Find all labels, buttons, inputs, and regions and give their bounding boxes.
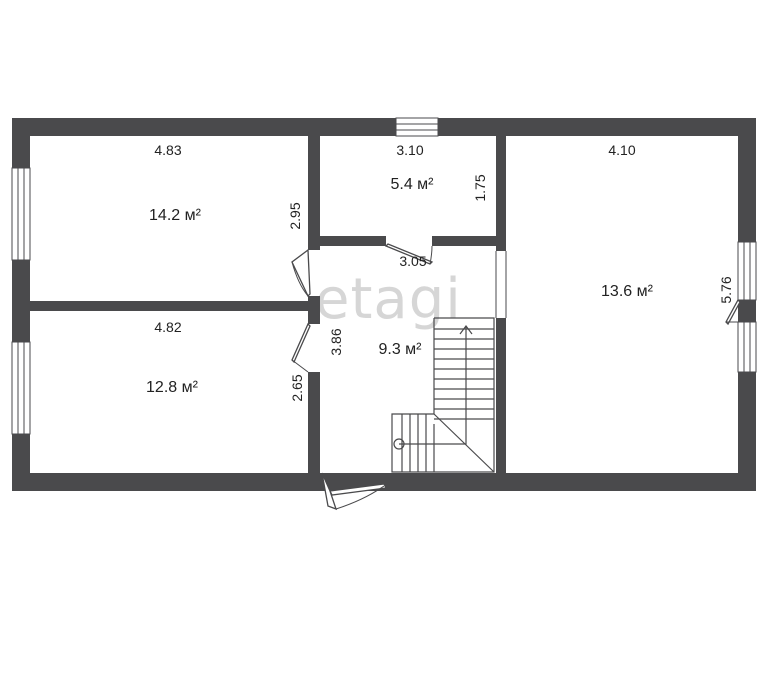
- hall-area: 9.3 м²: [378, 341, 422, 358]
- wall-middle-room-bottom-right: [432, 236, 506, 246]
- room-right-width: 4.10: [608, 142, 635, 158]
- door-middle-room: [384, 243, 434, 265]
- outer-wall-top: [12, 118, 756, 136]
- hall-height: 3.86: [328, 328, 344, 355]
- room-bottom-left-height: 2.65: [289, 374, 305, 401]
- door-bottom-left-room: [291, 322, 311, 373]
- wall-left-rooms-divider: [30, 301, 317, 311]
- room-top-left-height: 2.95: [287, 202, 303, 229]
- staircase: [391, 317, 495, 473]
- wall-middle-room-east: [496, 136, 506, 251]
- outer-wall-right: [738, 118, 756, 491]
- wall-hall-east: [496, 318, 506, 473]
- window-right-upper: [737, 241, 757, 301]
- window-right-lower: [737, 321, 757, 373]
- window-left-upper: [11, 167, 31, 261]
- outer-wall-bottom: [12, 473, 756, 491]
- wall-left-rooms-east-upper: [308, 136, 320, 250]
- room-top-middle-area: 5.4 м²: [390, 176, 434, 193]
- wall-left-rooms-east-jamb: [308, 296, 320, 324]
- room-right-height: 5.76: [718, 276, 734, 303]
- room-top-middle-height: 1.75: [472, 174, 488, 201]
- room-top-left-area: 14.2 м²: [149, 207, 202, 224]
- window-top: [395, 117, 439, 137]
- room-bottom-left-width: 4.82: [154, 319, 181, 335]
- watermark: etagi: [315, 267, 462, 332]
- hall-width: 3.05: [399, 253, 426, 269]
- room-top-middle-width: 3.10: [396, 142, 423, 158]
- room-right-area: 13.6 м²: [601, 283, 654, 300]
- room-bottom-left-area: 12.8 м²: [146, 379, 199, 396]
- door-right-room: [725, 298, 741, 326]
- opening-hall-right-room: [495, 251, 507, 318]
- room-top-left-width: 4.83: [154, 142, 181, 158]
- wall-left-rooms-east-lower: [308, 372, 320, 473]
- wall-middle-room-bottom-left: [320, 236, 386, 246]
- entrance-door: [321, 472, 387, 511]
- window-left-lower: [11, 341, 31, 435]
- door-top-left-room: [291, 248, 311, 298]
